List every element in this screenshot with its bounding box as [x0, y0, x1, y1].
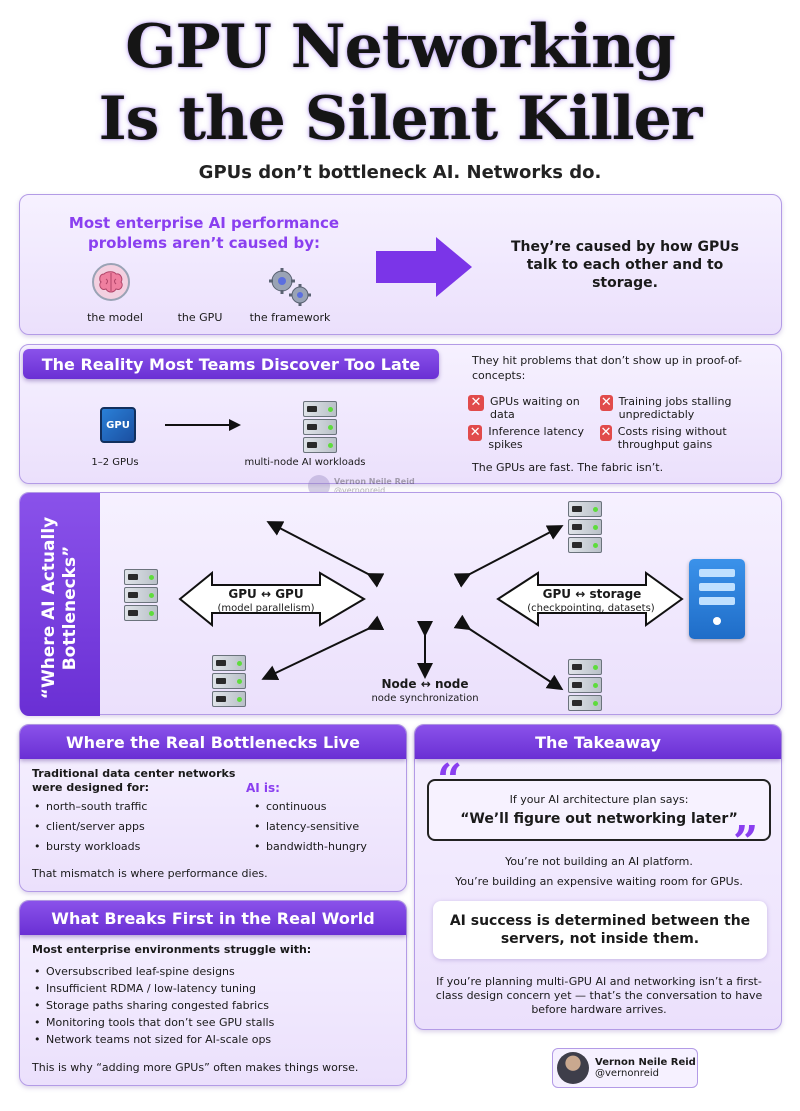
takeaway-line2: You’re building an expensive waiting roo… — [455, 875, 743, 888]
quote-main: “We’ll figure out networking later” — [460, 811, 738, 827]
list-item: latency-sensitive — [252, 817, 402, 837]
problem-text: Costs rising without throughput gains — [617, 425, 727, 451]
breaks-header: What Breaks First in the Real World — [20, 901, 406, 935]
x-icon: ✕ — [468, 395, 484, 411]
ai-list: continuous latency-sensitive bandwidth-h… — [252, 797, 402, 857]
takeaway-line1: You’re not building an AI platform. — [505, 855, 693, 868]
reality-panel: The Reality Most Teams Discover Too Late… — [19, 344, 782, 497]
intro-item-framework: the framework — [249, 311, 331, 324]
intro-panel: Most enterprise AI performance problems … — [19, 194, 782, 335]
brain-icon — [92, 263, 130, 301]
node-title: Node ↔ node — [381, 677, 469, 691]
server-rack-icon — [124, 569, 158, 621]
server-rack-icon — [212, 655, 246, 707]
connection-arrows — [178, 521, 684, 691]
quote-open-icon: “ — [437, 755, 463, 806]
list-item: bursty workloads — [32, 837, 222, 857]
quote-close-icon: ” — [733, 817, 759, 868]
watermark: Vernon Neile Reid @vernonreid — [308, 471, 438, 501]
watermark-name: Vernon Neile Reid — [334, 477, 415, 486]
takeaway-panel: The Takeaway If your AI architecture pla… — [414, 724, 782, 1030]
where-panel: “Where AI Actually Bottlenecks” GPU — [19, 492, 782, 716]
arrow-bottom-right — [453, 614, 564, 691]
callout-text: AI success is determined between the ser… — [449, 913, 751, 947]
server-rack-icon — [303, 401, 337, 453]
list-item: north–south traffic — [32, 797, 222, 817]
gpu-chip-label: GPU — [106, 419, 130, 431]
intro-arrow-icon — [376, 237, 472, 297]
list-item: Monitoring tools that don’t see GPU stal… — [32, 1014, 402, 1031]
author-name: Vernon Neile Reid — [595, 1057, 696, 1068]
takeaway-closing: If you’re planning multi-GPU AI and netw… — [435, 975, 763, 1016]
arrow-top-right — [453, 525, 564, 588]
reality-footer: The GPUs are fast. The fabric isn’t. — [472, 461, 664, 474]
reality-left-label: 1–2 GPUs — [91, 457, 139, 468]
reality-right-label: multi-node AI workloads — [244, 457, 366, 468]
problem-item: ✕ Training jobs stalling unpredictably — [600, 395, 770, 421]
list-item: client/server apps — [32, 817, 222, 837]
quote-intro: If your AI architecture plan says: — [509, 793, 689, 806]
takeaway-header: The Takeaway — [415, 725, 781, 759]
traditional-list: north–south traffic client/server apps b… — [32, 797, 222, 857]
page-title-line2: Is the Silent Killer — [98, 84, 703, 154]
intro-item-gpu: the GPU — [177, 311, 223, 324]
reality-arrow-icon — [165, 419, 241, 431]
page-subtitle: GPUs don’t bottleneck AI. Networks do. — [198, 162, 602, 183]
node-subtitle: node synchronization — [371, 693, 479, 704]
list-item: bandwidth-hungry — [252, 837, 402, 857]
problem-item: ✕ GPUs waiting on data — [468, 395, 608, 421]
breaks-footer: This is why “adding more GPUs” often mak… — [32, 1061, 359, 1074]
gpu-storage-subtitle: (checkpointing, datasets) — [527, 603, 655, 614]
gpu-storage-double-arrow — [496, 571, 684, 627]
reality-intro: They hit problems that don’t show up in … — [472, 354, 742, 382]
list-item: Network teams not sized for AI-scale ops — [32, 1031, 402, 1048]
intro-right-text: They’re caused by how GPUs talk to each … — [510, 239, 740, 291]
x-icon: ✕ — [468, 425, 483, 441]
x-icon: ✕ — [600, 395, 613, 411]
author-card: Vernon Neile Reid @vernonreid — [552, 1048, 698, 1088]
problem-text: Inference latency spikes — [488, 425, 584, 451]
takeaway-callout: AI success is determined between the ser… — [433, 901, 767, 959]
bottlenecks-panel: Where the Real Bottlenecks Live Traditio… — [19, 724, 407, 892]
problem-item: ✕ Costs rising without throughput gains — [600, 425, 770, 451]
gpu-chip-icon: GPU — [100, 407, 136, 443]
gpu-storage-title: GPU ↔ storage — [542, 587, 642, 601]
storage-server-icon — [689, 559, 745, 639]
watermark-avatar — [308, 475, 330, 497]
x-icon: ✕ — [600, 425, 612, 441]
watermark-handle: @vernonreid — [334, 486, 386, 495]
breaks-panel: What Breaks First in the Real World Most… — [19, 900, 407, 1086]
problem-text: Training jobs stalling unpredictably — [618, 395, 732, 421]
problem-text: GPUs waiting on data — [490, 395, 580, 421]
list-item: Storage paths sharing congested fabrics — [32, 997, 402, 1014]
list-item: Insufficient RDMA / low-latency tuning — [32, 980, 402, 997]
gpu-gpu-title: GPU ↔ GPU — [228, 587, 304, 601]
arrow-bottom-left — [261, 615, 385, 681]
intro-heading: Most enterprise AI performance problems … — [68, 214, 340, 252]
gpu-gpu-subtitle: (model parallelism) — [217, 603, 315, 614]
ai-heading: AI is: — [246, 781, 280, 795]
traditional-heading: Traditional data center networks were de… — [32, 767, 236, 794]
arrow-top-left — [266, 521, 385, 588]
server-rack-icon — [568, 501, 602, 553]
server-rack-icon — [568, 659, 602, 711]
bottlenecks-footer: That mismatch is where performance dies. — [32, 867, 268, 880]
list-item: continuous — [252, 797, 402, 817]
intro-item-model: the model — [87, 311, 143, 324]
page-title-line1: GPU Networking — [125, 12, 676, 82]
gears-icon — [266, 267, 316, 307]
gpu-gpu-double-arrow — [178, 570, 366, 628]
avatar — [557, 1052, 589, 1084]
problem-item: ✕ Inference latency spikes — [468, 425, 608, 451]
where-vertical-tab: “Where AI Actually Bottlenecks” — [20, 493, 100, 716]
reality-header: The Reality Most Teams Discover Too Late — [23, 349, 439, 379]
bottlenecks-header: Where the Real Bottlenecks Live — [20, 725, 406, 759]
breaks-heading: Most enterprise environments struggle wi… — [32, 943, 312, 956]
quote-box: If your AI architecture plan says: “We’l… — [427, 779, 771, 841]
list-item: Oversubscribed leaf-spine designs — [32, 963, 402, 980]
breaks-list: Oversubscribed leaf-spine designs Insuff… — [32, 963, 402, 1048]
author-handle: @vernonreid — [595, 1068, 659, 1079]
